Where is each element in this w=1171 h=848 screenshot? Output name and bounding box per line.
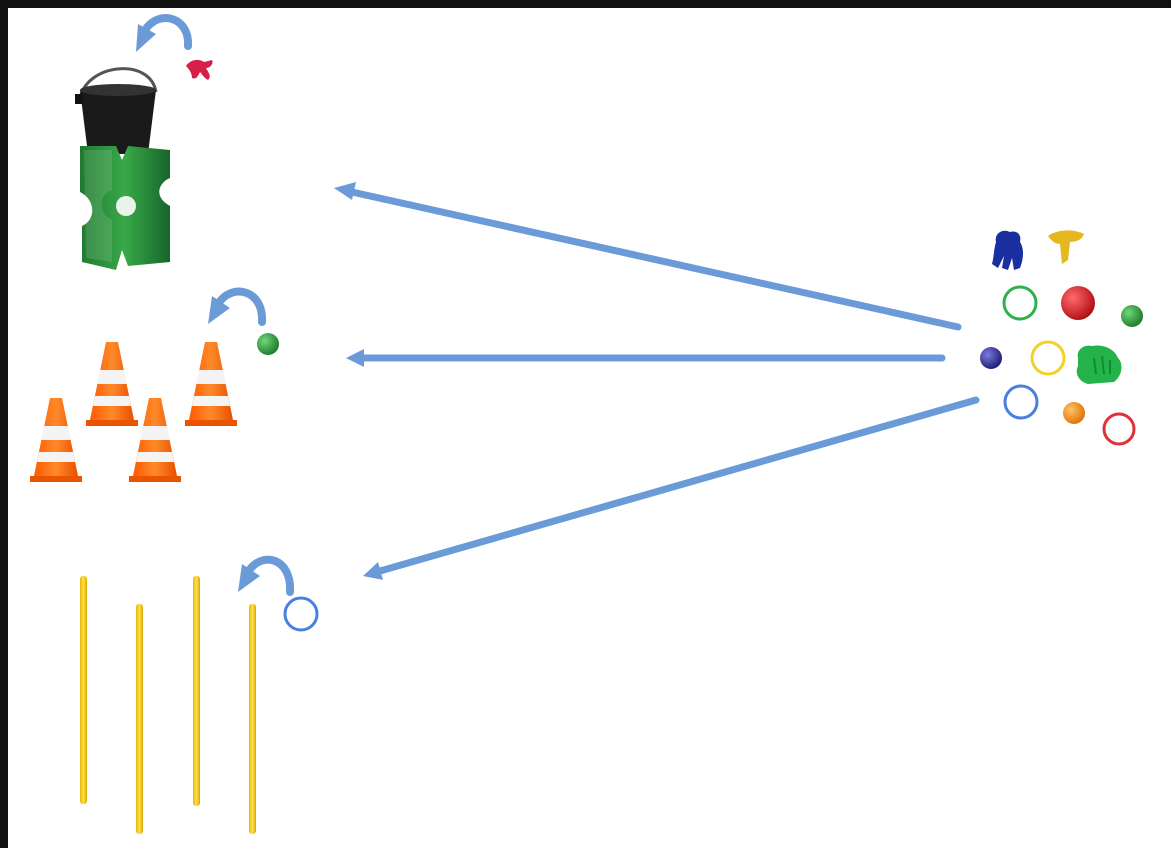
ball-icon <box>1063 402 1085 424</box>
curved-arrow-icon <box>238 555 295 596</box>
cone-icon <box>30 398 82 482</box>
ring-icon <box>283 596 319 632</box>
pole-icon <box>249 604 256 834</box>
pole-icon <box>80 576 87 804</box>
ring-icon <box>1002 285 1038 321</box>
station-bucket-on-block <box>75 14 213 270</box>
rubber-hand-icon <box>1076 345 1122 384</box>
arrow-to-poles <box>363 396 980 580</box>
ball-icon <box>257 333 279 355</box>
pole-icon <box>193 576 200 806</box>
jump-block-icon <box>80 146 170 270</box>
cone-icon <box>86 342 138 426</box>
rubber-hand-icon <box>1048 230 1084 264</box>
rubber-hand-icon <box>992 230 1023 270</box>
ring-icon <box>1003 384 1039 420</box>
arrow-to-bucket <box>334 182 962 331</box>
rubber-hand-icon <box>186 59 213 80</box>
curved-arrow-icon <box>208 287 267 326</box>
curved-arrow-icon <box>136 14 193 52</box>
ring-icon <box>1102 412 1136 446</box>
station-poles <box>80 555 319 834</box>
ball-icon <box>1061 286 1095 320</box>
ball-icon <box>980 347 1002 369</box>
pole-icon <box>136 604 143 834</box>
arrow-to-cones <box>346 349 946 367</box>
station-cones <box>30 287 279 482</box>
ball-icon <box>1121 305 1143 327</box>
cone-icon <box>185 342 237 426</box>
bucket-icon <box>75 67 158 154</box>
ring-icon <box>1030 340 1066 376</box>
cone-icon <box>129 398 181 482</box>
item-pool <box>980 230 1143 446</box>
